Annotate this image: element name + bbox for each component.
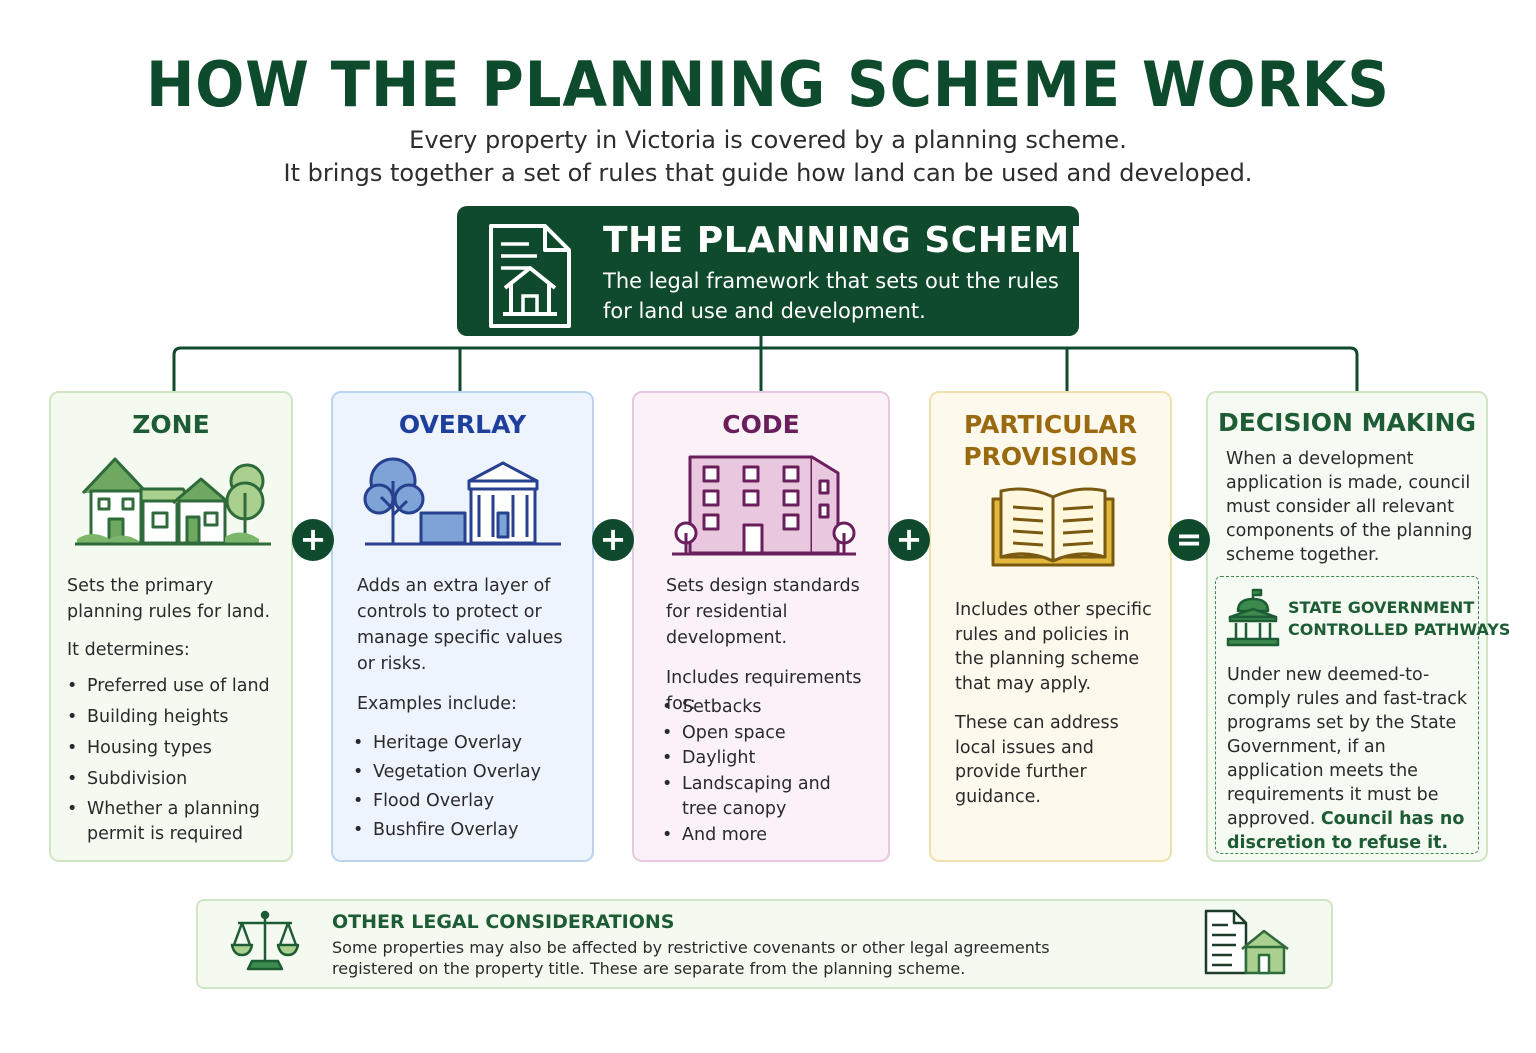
state-emphasis: Council has no discretion to refuse it. xyxy=(1227,809,1465,853)
state-title-line-1: STATE GOVERNMENT xyxy=(1288,598,1475,617)
houses-tree-icon xyxy=(75,457,271,546)
plus-operator: + xyxy=(292,519,334,561)
overlay-card: OVERLAY Adds an extra layer of controls … xyxy=(331,391,594,862)
decision-intro: When a development application is made, … xyxy=(1226,449,1473,565)
plus-operator: + xyxy=(888,519,930,561)
list-item: Whether a planning permit is required xyxy=(67,797,262,847)
code-title: CODE xyxy=(722,410,800,439)
particular-provisions-card: PARTICULAR PROVISIONS Includes other spe… xyxy=(929,391,1172,862)
legal-title: OTHER LEGAL CONSIDERATIONS xyxy=(332,911,675,933)
list-item: Bushfire Overlay xyxy=(353,816,583,845)
code-intro: Sets design standards for residential de… xyxy=(666,576,860,648)
list-item: Preferred use of land xyxy=(67,673,282,699)
planning-scheme-description: The legal framework that sets out the ru… xyxy=(603,269,1059,323)
legal-line-1: Some properties may also be affected by … xyxy=(332,938,1050,957)
overlay-title: OVERLAY xyxy=(398,410,527,439)
page-title: HOW THE PLANNING SCHEME WORKS xyxy=(146,48,1390,121)
decision-title: DECISION MAKING xyxy=(1217,408,1476,437)
state-title-line-2: CONTROLLED PATHWAYS xyxy=(1288,620,1511,639)
overlay-list: Heritage Overlay Vegetation Overlay Floo… xyxy=(353,729,583,845)
scales-icon xyxy=(230,910,300,971)
list-item: And more xyxy=(662,823,862,849)
particular-paragraph-2: These can address local issues and provi… xyxy=(955,713,1119,807)
government-building-icon xyxy=(1226,588,1280,647)
zone-list: Preferred use of land Building heights H… xyxy=(67,673,282,847)
list-item: Subdivision xyxy=(67,766,282,792)
planning-scheme-title: THE PLANNING SCHEME xyxy=(603,220,1095,261)
legal-line-2: registered on the property title. These … xyxy=(332,959,966,978)
document-house-icon xyxy=(489,224,571,328)
state-body-text: Under new deemed-to-comply rules and fas… xyxy=(1227,665,1468,829)
list-item: Vegetation Overlay xyxy=(353,758,583,787)
open-book-icon xyxy=(991,487,1115,567)
equals-operator: = xyxy=(1168,519,1210,561)
zone-lead: It determines: xyxy=(67,640,190,660)
plus-operator: + xyxy=(592,519,634,561)
code-card: CODE Sets design standards for residenti… xyxy=(632,391,890,862)
subtitle-line-1: Every property in Victoria is covered by… xyxy=(409,126,1127,154)
list-item: Setbacks xyxy=(662,695,862,721)
decision-making-card: DECISION MAKING When a development appli… xyxy=(1206,391,1510,862)
particular-title-line-2: PROVISIONS xyxy=(963,442,1138,471)
list-item: Heritage Overlay xyxy=(353,729,583,758)
list-item: Open space xyxy=(662,721,862,747)
legal-considerations-box: OTHER LEGAL CONSIDERATIONS Some properti… xyxy=(196,899,1333,989)
overlay-lead: Examples include: xyxy=(357,694,517,714)
connector-lines xyxy=(172,336,1359,391)
apartment-building-icon xyxy=(672,455,856,556)
code-list: Setbacks Open space Daylight Landscaping… xyxy=(662,695,862,848)
list-item: Housing types xyxy=(67,735,282,761)
list-item: Daylight xyxy=(662,746,862,772)
zone-intro: Sets the primary planning rules for land… xyxy=(67,576,271,622)
particular-title-line-1: PARTICULAR xyxy=(963,410,1138,439)
state-body: Under new deemed-to-comply rules and fas… xyxy=(1227,663,1479,855)
list-item: Building heights xyxy=(67,704,282,730)
particular-paragraph-1: Includes other specific rules and polici… xyxy=(955,600,1152,694)
tree-heritage-building-icon xyxy=(363,457,561,546)
subtitle-line-2: It brings together a set of rules that g… xyxy=(283,159,1253,187)
planning-scheme-box: THE PLANNING SCHEME The legal framework … xyxy=(457,206,1094,336)
list-item: Landscaping and tree canopy xyxy=(662,772,842,823)
overlay-intro: Adds an extra layer of controls to prote… xyxy=(357,576,563,674)
zone-title: ZONE xyxy=(132,410,210,439)
zone-card: ZONE Sets the primary planning rules for… xyxy=(49,391,293,862)
state-government-pathways-box: STATE GOVERNMENT CONTROLLED PATHWAYS Und… xyxy=(1215,576,1510,855)
document-house-icon xyxy=(1204,909,1289,975)
list-item: Flood Overlay xyxy=(353,787,583,816)
